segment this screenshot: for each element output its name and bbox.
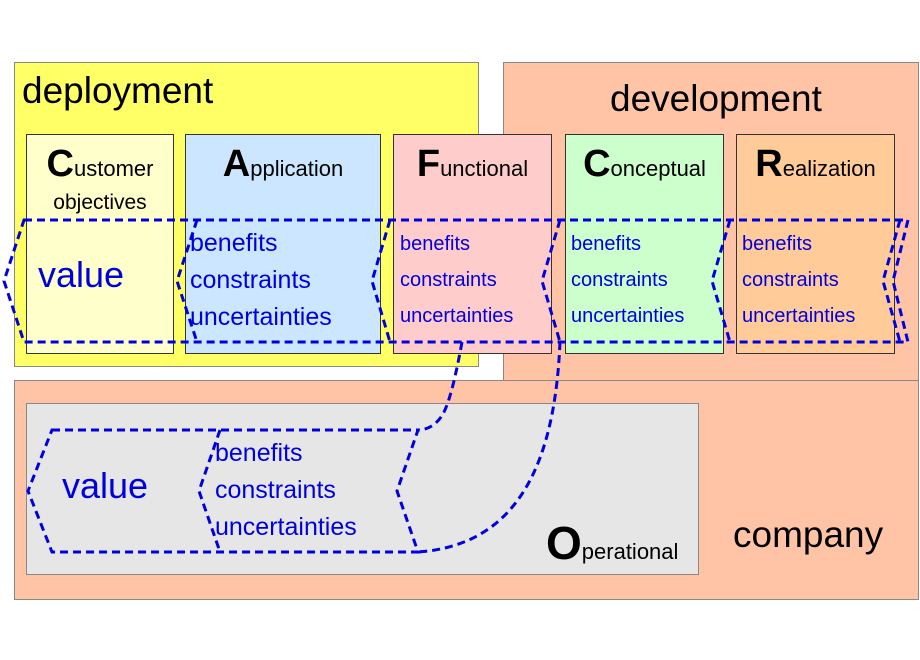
- realization-uncertainties: uncertainties: [742, 305, 856, 327]
- operational-initial: O: [546, 517, 582, 569]
- application-uncertainties: uncertainties: [190, 303, 332, 331]
- realization-title: Realization: [737, 143, 894, 186]
- realization-initial: R: [755, 143, 783, 185]
- operational-title: Operational: [546, 516, 678, 570]
- application-initial: A: [222, 143, 251, 185]
- conceptual-constraints: constraints: [571, 269, 668, 291]
- functional-title: Functional: [394, 143, 551, 186]
- customer-objectives-title: Customer: [27, 143, 173, 186]
- functional-benefits: benefits: [400, 233, 471, 255]
- operational-benefits: benefits: [215, 439, 303, 467]
- operational-uncertainties: uncertainties: [215, 513, 357, 541]
- application-rest: pplication: [250, 156, 344, 181]
- customer-value-text: value: [38, 254, 125, 295]
- application-constraints: constraints: [190, 266, 311, 294]
- application-title: Application: [186, 143, 380, 186]
- functional-uncertainties: uncertainties: [400, 305, 514, 327]
- conceptual-uncertainties: uncertainties: [571, 305, 685, 327]
- realization-constraints: constraints: [742, 269, 839, 291]
- customer-objectives-view: Customer objectives: [26, 134, 174, 354]
- functional-initial: F: [416, 143, 441, 185]
- deployment-label: deployment: [22, 70, 214, 111]
- functional-constraints: constraints: [400, 269, 497, 291]
- development-label: development: [610, 78, 822, 119]
- functional-rest: unctional: [440, 156, 529, 181]
- customer-subtitle: objectives: [53, 191, 147, 214]
- conceptual-initial: C: [583, 143, 611, 185]
- realization-rest: ealization: [782, 156, 876, 181]
- conceptual-rest: onceptual: [610, 156, 706, 181]
- conceptual-title: Conceptual: [566, 143, 723, 186]
- conceptual-benefits: benefits: [571, 233, 642, 255]
- operational-rest: perational: [581, 539, 679, 564]
- customer-rest: ustomer: [73, 156, 154, 181]
- customer-initial: C: [46, 143, 74, 185]
- application-benefits: benefits: [190, 229, 278, 257]
- realization-benefits: benefits: [742, 233, 813, 255]
- operational-value-text: value: [62, 465, 149, 506]
- operational-constraints: constraints: [215, 476, 336, 504]
- company-label: company: [733, 514, 884, 555]
